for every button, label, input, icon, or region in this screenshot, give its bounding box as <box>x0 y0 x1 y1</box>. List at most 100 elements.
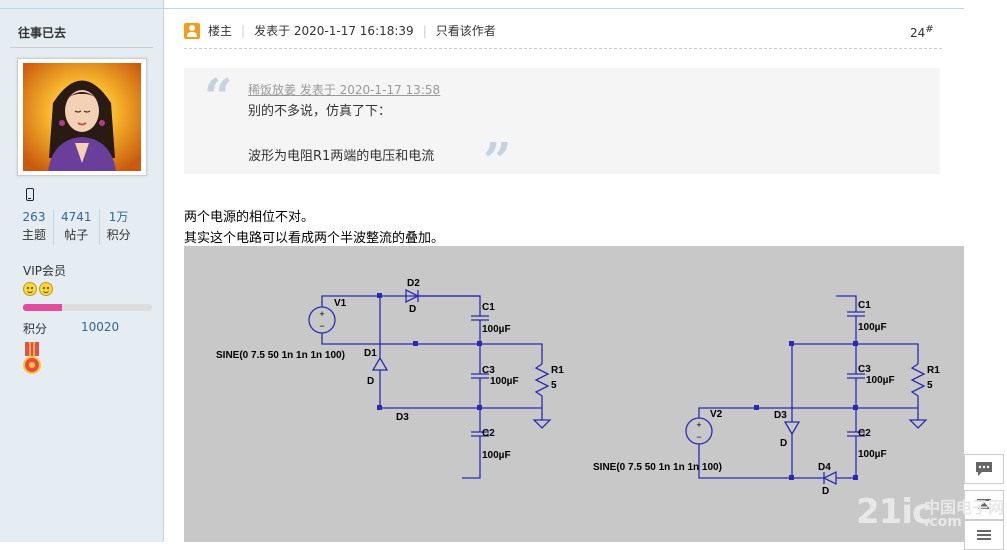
label-v1: V1 <box>334 298 347 309</box>
stat-value[interactable]: 263 <box>22 210 46 224</box>
user-stats: 263 主题 4741 帖子 1万 积分 <box>15 209 155 245</box>
separator: | <box>241 23 246 38</box>
svg-text:−: − <box>696 432 701 442</box>
watermark-logo: 21ic <box>856 492 932 532</box>
post-meta: 楼主 | 发表于 2020-1-17 16:18:39 | 只看该作者 <box>184 22 496 39</box>
post-body: 两个电源的相位不对。 其实这个电路可以看成两个半波整流的叠加。 <box>184 207 444 249</box>
watermark-domain: .com <box>924 514 962 530</box>
label-r1-right: R1 <box>927 365 940 376</box>
stat-label: 帖子 <box>64 228 89 242</box>
divider <box>10 47 153 48</box>
smiley-icon <box>23 282 37 296</box>
label-c2: C2 <box>482 428 495 439</box>
author-sidebar: 往事已去 <box>0 0 164 542</box>
quote-text: 别的不多说，仿真了下： <box>248 104 392 119</box>
resistor-r1 <box>534 363 550 408</box>
op-label: 楼主 <box>208 24 233 38</box>
arrow-up-icon <box>977 499 991 509</box>
label-d1: D1 <box>364 348 377 359</box>
stat-value[interactable]: 4741 <box>61 210 92 224</box>
label-c3-right: C3 <box>858 364 871 375</box>
capacitor-c3-right <box>847 344 865 408</box>
post-text-line: 两个电源的相位不对。 <box>184 210 315 225</box>
floor-number[interactable]: 24# <box>910 24 934 40</box>
smiley-icon <box>39 282 53 296</box>
diode-d4-right <box>822 470 837 486</box>
stat-value[interactable]: 1万 <box>108 210 129 224</box>
list-icon <box>977 530 991 540</box>
label-c2-value: 100µF <box>482 450 511 461</box>
stat-threads[interactable]: 263 主题 <box>15 209 55 245</box>
comment-icon <box>976 462 992 476</box>
label-d3-left: D3 <box>396 412 409 423</box>
label-d2-model: D <box>409 304 416 315</box>
divider <box>184 48 942 49</box>
score-row: 积分 10020 <box>23 320 119 337</box>
mobile-phone-icon <box>26 188 34 201</box>
user-group[interactable]: VIP会员 <box>23 264 66 278</box>
label-c2-right-value: 100µF <box>858 449 887 460</box>
diode-d3-right <box>783 421 801 436</box>
open-quote-icon: “ <box>204 67 233 126</box>
ground-icon <box>532 419 552 429</box>
svg-text:+: + <box>319 309 324 319</box>
score-label: 积分 <box>23 322 48 336</box>
label-d2: D2 <box>407 278 420 289</box>
thread-starter-icon <box>184 22 200 39</box>
label-r1-right-value: 5 <box>927 380 933 391</box>
label-c1-right: C1 <box>858 300 871 311</box>
floor-value[interactable]: 24 <box>910 26 926 40</box>
quote-author-link[interactable]: 稀饭放姜 发表于 2020-1-17 13:58 <box>248 83 441 97</box>
only-author-link[interactable]: 只看该作者 <box>435 24 496 38</box>
divider <box>0 8 163 9</box>
post-text-line: 其实这个电路可以看成两个半波整流的叠加。 <box>184 231 445 246</box>
label-r1: R1 <box>551 365 564 376</box>
score-value: 10020 <box>81 320 120 334</box>
back-to-top-button[interactable] <box>964 490 1004 520</box>
stat-label: 主题 <box>22 228 47 242</box>
capacitor-c1-right <box>836 295 865 344</box>
diode-d1 <box>371 356 389 371</box>
svg-text:+: + <box>696 420 701 430</box>
stat-label: 积分 <box>106 228 131 242</box>
label-c1-right-value: 100µF <box>858 322 887 333</box>
label-d1-model: D <box>367 376 374 387</box>
svg-text:−: − <box>319 321 324 331</box>
ground-icon <box>908 419 928 429</box>
watermark-cn: 中国电子网 <box>924 498 1005 517</box>
quote-block: “ 稀饭放姜 发表于 2020-1-17 13:58 别的不多说，仿真了下： 波… <box>184 67 940 186</box>
extra-tool-button[interactable] <box>964 520 1004 550</box>
capacitor-c2-right <box>847 408 865 478</box>
medal-icon[interactable] <box>23 342 41 376</box>
floor-mark[interactable]: # <box>925 24 934 35</box>
label-source-expr-right: SINE(0 7.5 50 1n 1n 1n 100) <box>593 462 722 473</box>
divider <box>164 8 964 9</box>
label-d4-model: D <box>822 486 829 497</box>
reply-comment-button[interactable] <box>964 454 1004 484</box>
label-c1: C1 <box>482 302 495 313</box>
post-time: 发表于 2020-1-17 16:18:39 <box>254 24 414 38</box>
post-content: 楼主 | 发表于 2020-1-17 16:18:39 | 只看该作者 24# … <box>164 0 984 542</box>
label-c1-value: 100µF <box>482 324 511 335</box>
close-quote-icon: ” <box>483 131 512 190</box>
avatar-image[interactable] <box>23 63 141 171</box>
right-gutter <box>964 0 1007 542</box>
label-c3: C3 <box>482 365 495 376</box>
label-d4: D4 <box>818 462 831 473</box>
stat-posts[interactable]: 4741 帖子 <box>54 209 100 245</box>
author-name[interactable]: 往事已去 <box>18 26 67 40</box>
stat-points[interactable]: 1万 积分 <box>100 209 138 245</box>
label-r1-value: 5 <box>551 380 557 391</box>
level-progress-fill <box>23 304 62 311</box>
label-d3-right: D3 <box>774 410 787 421</box>
capacitor-c2 <box>462 408 489 479</box>
label-d3-right-model: D <box>780 438 787 449</box>
separator: | <box>422 23 427 38</box>
schematic-svg: + − + − V1 SINE(0 7.5 50 1n 1n 1n 100) D… <box>216 278 940 497</box>
circuit-schematic-image[interactable]: + − + − V1 SINE(0 7.5 50 1n 1n 1n 100) D… <box>184 246 984 542</box>
label-c2-right: C2 <box>858 428 871 439</box>
resistor-r1-right <box>910 363 926 408</box>
capacitor-c1 <box>471 315 489 321</box>
label-source-expr-left: SINE(0 7.5 50 1n 1n 1n 100) <box>216 350 345 361</box>
avatar[interactable] <box>17 58 147 176</box>
